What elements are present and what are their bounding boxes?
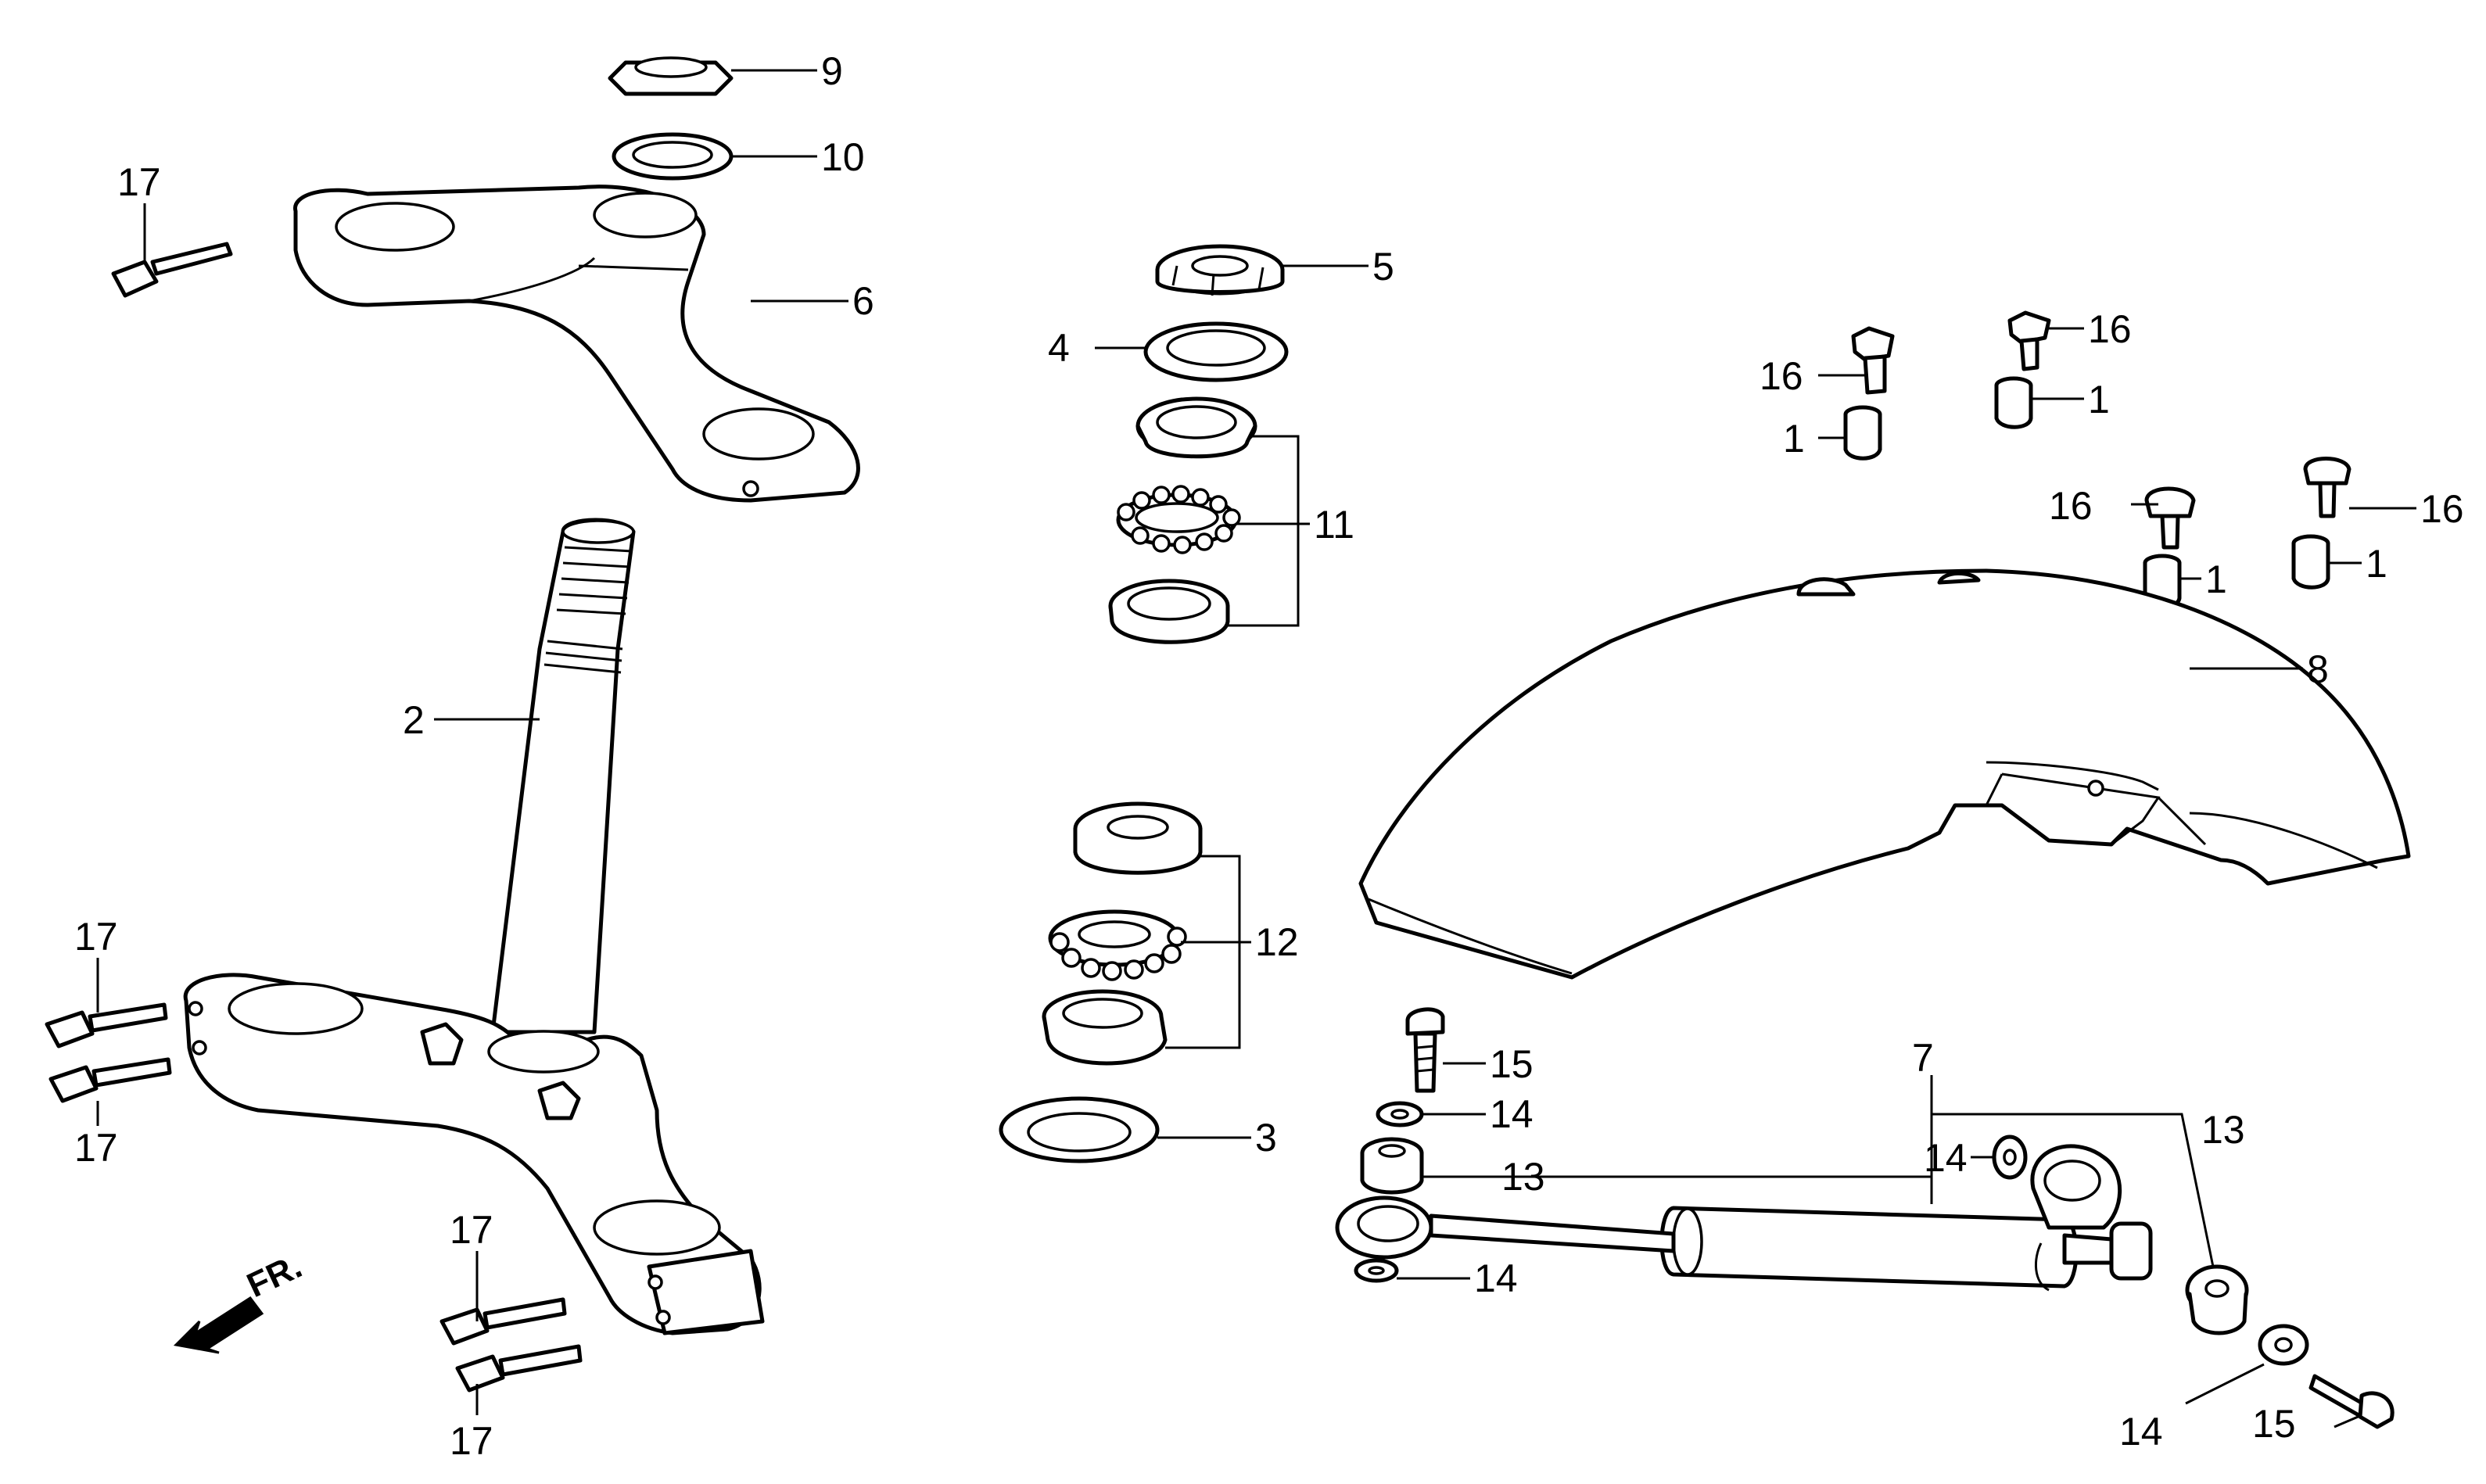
- collar-bolt-set-1: [1843, 326, 1895, 461]
- dust-seal-upper: [1143, 321, 1289, 382]
- flange-bolt-left-1: [45, 1002, 168, 1048]
- callout-1-b: 1: [2088, 378, 2110, 421]
- collar-bolt-set-3: [2143, 486, 2196, 609]
- callout-14-d: 14: [2119, 1410, 2163, 1454]
- callout-3: 3: [1255, 1116, 1277, 1160]
- callout-10: 10: [821, 135, 865, 179]
- callout-17-bottom-bottom: 17: [450, 1419, 493, 1463]
- flange-bolt-bottom-2: [455, 1344, 583, 1393]
- callout-16-c: 16: [2049, 484, 2093, 528]
- lower-outer-race: [1073, 801, 1203, 875]
- callout-4: 4: [1048, 326, 1070, 370]
- callout-2: 2: [403, 698, 425, 742]
- leader-lines: [96, 69, 2416, 1428]
- washer-14b: [1354, 1258, 1399, 1283]
- rubber-bush-13a: [1360, 1137, 1424, 1195]
- callout-5: 5: [1372, 245, 1394, 289]
- callout-11: 11: [1314, 503, 1354, 547]
- lower-inner-race: [1042, 989, 1168, 1066]
- adjusting-nut: [1155, 244, 1285, 296]
- callout-1-d: 1: [2366, 542, 2387, 586]
- stem-washer: [612, 132, 734, 181]
- callout-16-a: 16: [1760, 354, 1803, 398]
- upper-bearing-race: [1135, 396, 1257, 459]
- upper-fork-bridge: [293, 185, 860, 503]
- callout-1-c: 1: [2205, 557, 2227, 601]
- damper-bolt-lower: [2308, 1374, 2395, 1429]
- washer-14a: [1376, 1101, 1424, 1127]
- callout-labels: 9 10 17 6 5 4 11 16 16 1 1 16 16 1 1 8 2…: [74, 49, 2464, 1463]
- lower-ball-retainer: [1048, 909, 1187, 981]
- callout-16-b: 16: [2088, 307, 2132, 351]
- flange-bolt-upper: [111, 242, 233, 298]
- callout-7: 7: [1912, 1036, 1934, 1080]
- callout-14-c: 14: [1474, 1256, 1518, 1300]
- callout-14-b: 14: [1924, 1136, 1968, 1180]
- callout-8: 8: [2307, 647, 2329, 691]
- callout-6: 6: [852, 279, 874, 323]
- callout-15-b: 15: [2252, 1402, 2296, 1446]
- steering-damper: [1335, 1144, 2153, 1292]
- flange-bolt-left-2: [48, 1057, 172, 1103]
- stem-nut: [608, 56, 734, 96]
- callout-17-upper: 17: [117, 160, 161, 204]
- front-label: FR.: [242, 1247, 308, 1305]
- rubber-bush-13b: [2185, 1264, 2249, 1335]
- dust-seal-lower: [999, 1096, 1160, 1163]
- callout-15-a: 15: [1490, 1042, 1534, 1086]
- front-fender: [1358, 568, 2411, 980]
- callout-12: 12: [1255, 920, 1299, 964]
- callout-1-a: 1: [1783, 417, 1805, 461]
- front-direction-arrow: FR.: [173, 1247, 308, 1354]
- washer-14d: [2258, 1324, 2309, 1366]
- washer-14c: [1992, 1135, 2028, 1180]
- flange-bolt-bottom-1: [439, 1297, 567, 1346]
- callout-14-a: 14: [1490, 1092, 1534, 1136]
- upper-ball-retainer: [1116, 485, 1241, 554]
- callout-16-d: 16: [2420, 487, 2464, 531]
- collar-bolt-set-2: [1994, 310, 2051, 429]
- upper-outer-race: [1108, 579, 1230, 644]
- callout-17-left-top: 17: [74, 915, 118, 959]
- damper-bolt-upper: [1405, 1007, 1445, 1093]
- callout-9: 9: [821, 49, 843, 93]
- callout-17-bottom-top: 17: [450, 1208, 493, 1252]
- callout-13-a: 13: [1501, 1155, 1545, 1199]
- callout-17-left-bottom: 17: [74, 1126, 118, 1170]
- steering-stem: [490, 518, 636, 1034]
- collar-bolt-set-4: [2291, 457, 2351, 590]
- lower-fork-bridge: [183, 973, 765, 1335]
- callout-13-b: 13: [2201, 1108, 2245, 1152]
